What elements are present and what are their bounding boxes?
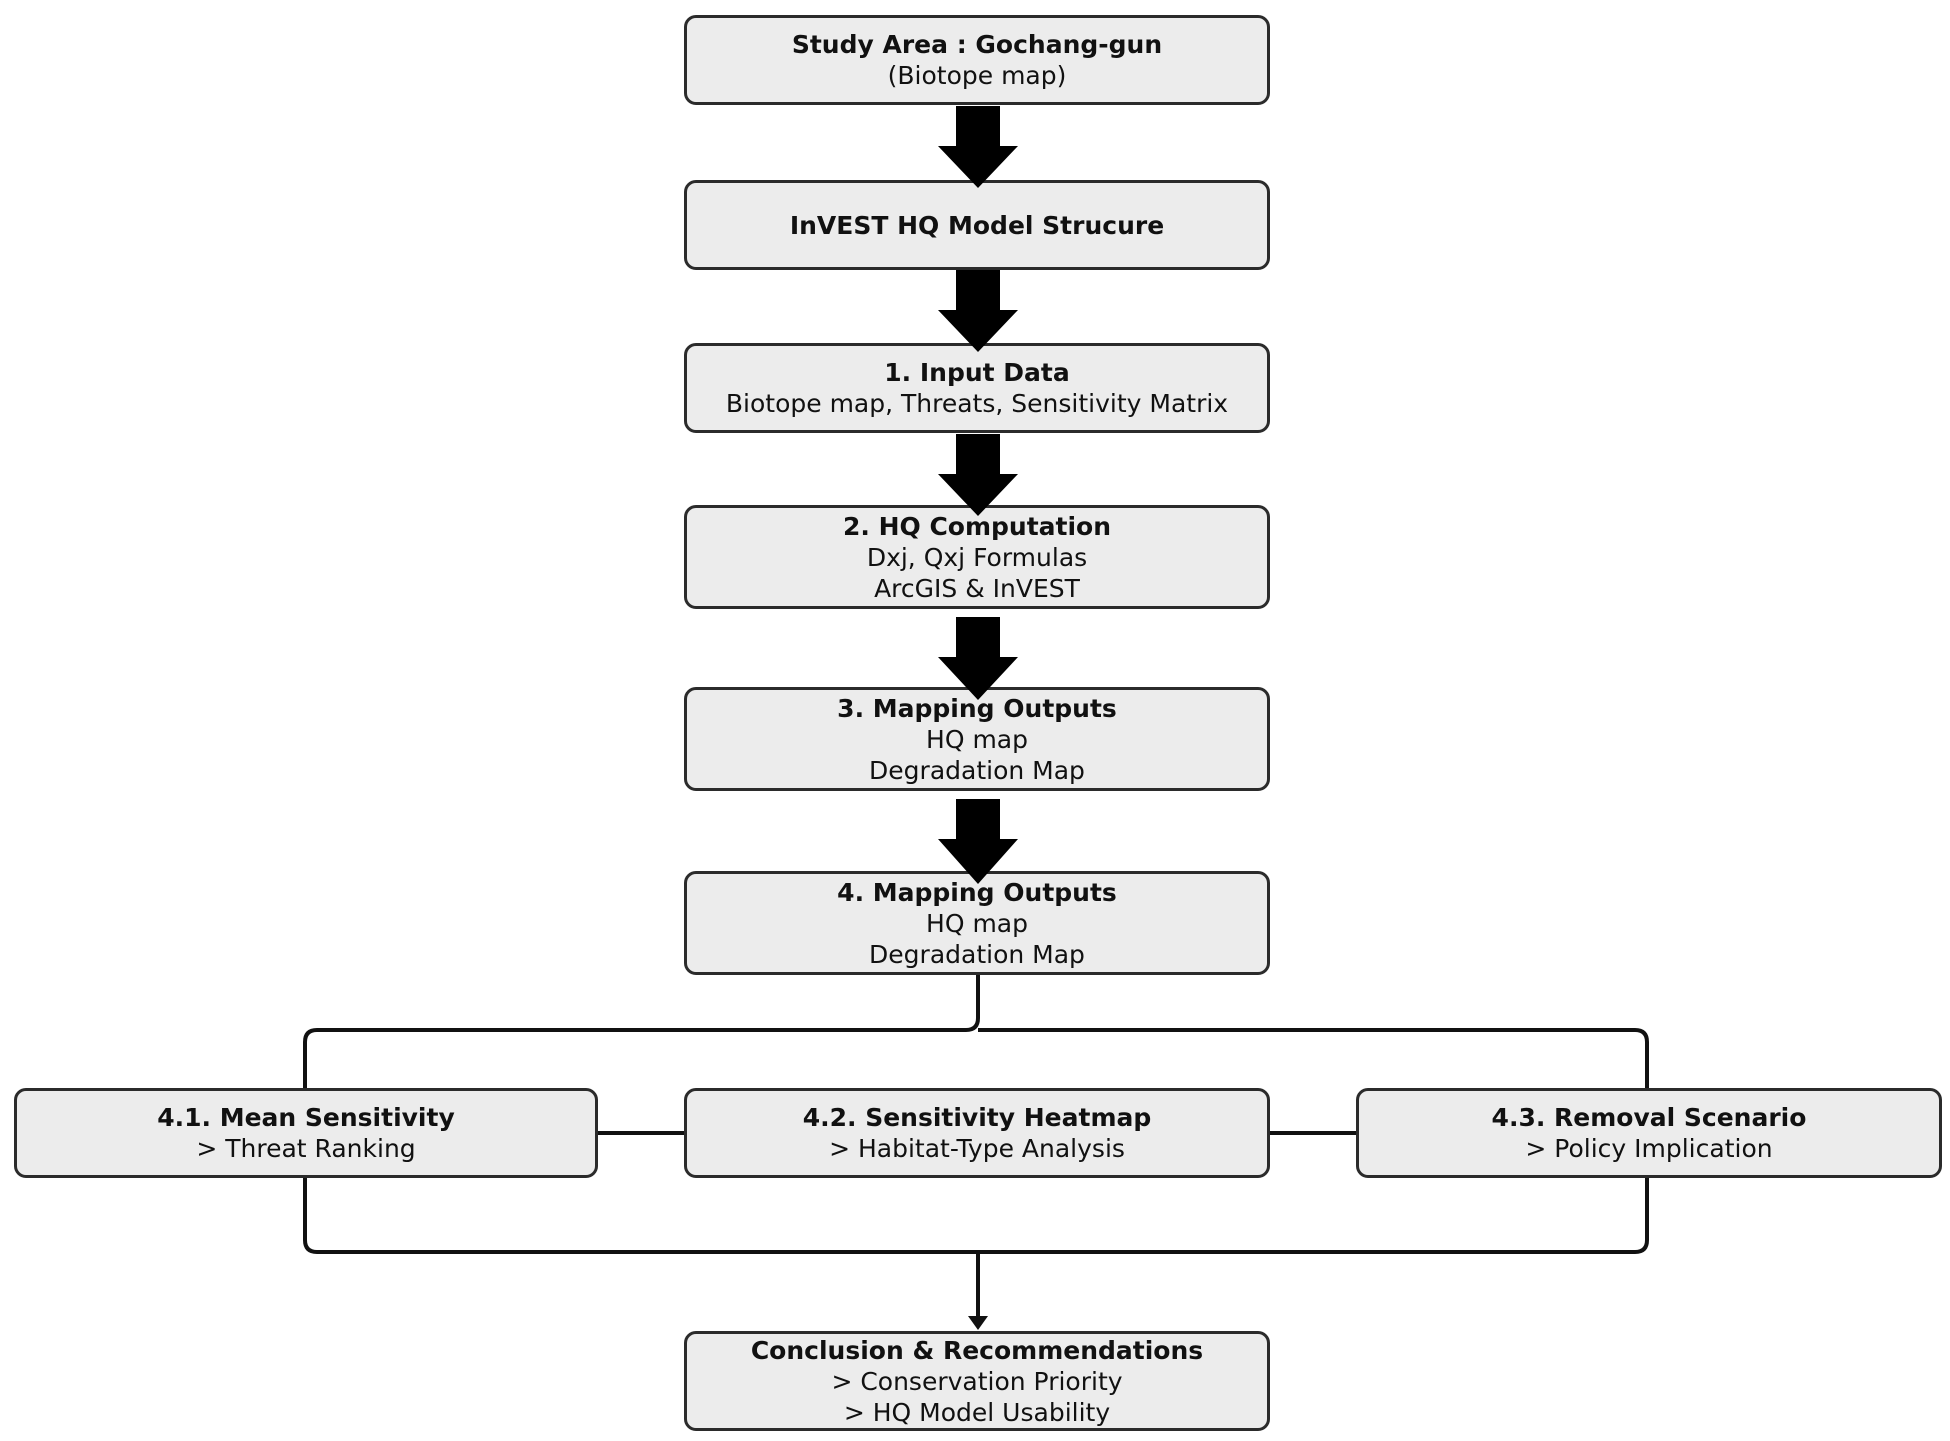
mapping-outputs-4-box: 4. Mapping Outputs HQ map Degradation Ma… bbox=[684, 871, 1270, 975]
hq-computation-formulas: Dxj, Qxj Formulas bbox=[866, 542, 1088, 572]
conclusion-usability: > HQ Model Usability bbox=[843, 1397, 1111, 1427]
mean-sensitivity-detail: > Threat Ranking bbox=[196, 1134, 416, 1163]
sensitivity-heatmap-box: 4.2. Sensitivity Heatmap > Habitat-Type … bbox=[684, 1088, 1270, 1178]
sensitivity-heatmap-detail: > Habitat-Type Analysis bbox=[829, 1134, 1125, 1163]
mapping-outputs-3-title: 3. Mapping Outputs bbox=[837, 693, 1117, 723]
input-data-box: 1. Input Data Biotope map, Threats, Sens… bbox=[684, 343, 1270, 433]
hq-computation-box: 2. HQ Computation Dxj, Qxj Formulas ArcG… bbox=[684, 505, 1270, 609]
conclusion-priority: > Conservation Priority bbox=[831, 1366, 1123, 1396]
mean-sensitivity-box: 4.1. Mean Sensitivity > Threat Ranking bbox=[14, 1088, 598, 1178]
mapping-outputs-4-degradation-map: Degradation Map bbox=[869, 939, 1085, 969]
mapping-outputs-3-degradation-map: Degradation Map bbox=[869, 755, 1085, 785]
arrowhead-to-conclusion bbox=[968, 1316, 988, 1330]
mean-sensitivity-title: 4.1. Mean Sensitivity bbox=[157, 1103, 455, 1132]
conclusion-title: Conclusion & Recommendations bbox=[750, 1335, 1204, 1365]
removal-scenario-title: 4.3. Removal Scenario bbox=[1491, 1103, 1807, 1132]
sensitivity-heatmap-title: 4.2. Sensitivity Heatmap bbox=[802, 1103, 1152, 1132]
mapping-outputs-3-box: 3. Mapping Outputs HQ map Degradation Ma… bbox=[684, 687, 1270, 791]
input-data-detail: Biotope map, Threats, Sensitivity Matrix bbox=[725, 389, 1229, 418]
conclusion-box: Conclusion & Recommendations > Conservat… bbox=[684, 1331, 1270, 1431]
branch-bus-bottom bbox=[303, 1178, 1649, 1254]
hq-computation-title: 2. HQ Computation bbox=[842, 511, 1112, 541]
mapping-outputs-4-title: 4. Mapping Outputs bbox=[837, 877, 1117, 907]
study-area-title: Study Area : Gochang-gun bbox=[791, 30, 1163, 59]
model-structure-title: InVEST HQ Model Strucure bbox=[789, 210, 1165, 240]
model-structure-box: InVEST HQ Model Strucure bbox=[684, 180, 1270, 270]
mapping-outputs-4-hq-map: HQ map bbox=[926, 908, 1028, 938]
connector-stem-from-step-4 bbox=[965, 975, 980, 1032]
hq-computation-tools: ArcGIS & InVEST bbox=[874, 573, 1080, 603]
removal-scenario-box: 4.3. Removal Scenario > Policy Implicati… bbox=[1356, 1088, 1942, 1178]
mapping-outputs-3-hq-map: HQ map bbox=[926, 724, 1028, 754]
study-area-subtitle: (Biotope map) bbox=[887, 61, 1067, 90]
input-data-title: 1. Input Data bbox=[884, 358, 1070, 387]
branch-bus-top bbox=[303, 1028, 1649, 1088]
study-area-box: Study Area : Gochang-gun (Biotope map) bbox=[684, 15, 1270, 105]
removal-scenario-detail: > Policy Implication bbox=[1525, 1134, 1773, 1163]
